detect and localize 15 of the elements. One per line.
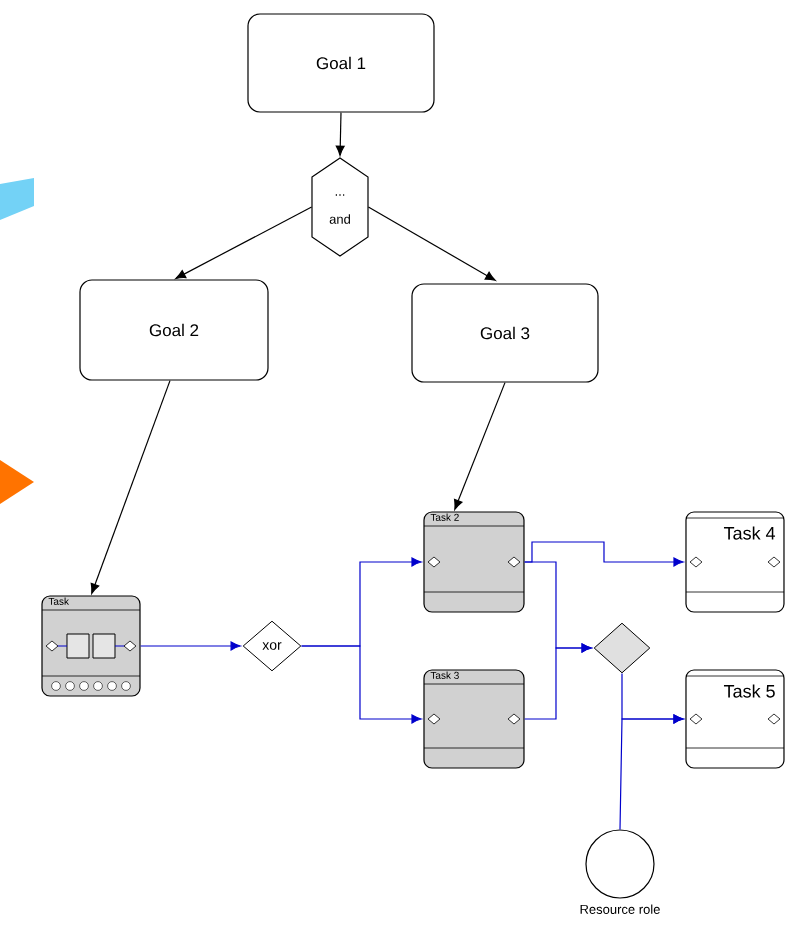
goal-box: Goal 1	[247, 13, 435, 113]
arrow	[300, 645, 422, 724]
arrow	[90, 380, 171, 594]
arrow	[619, 714, 684, 830]
gateway-diamond	[593, 622, 651, 674]
task-box: Task 5	[685, 669, 785, 769]
arrow	[140, 641, 241, 651]
arrow	[453, 382, 506, 510]
arrow	[524, 643, 592, 720]
goal-box: Goal 2	[79, 279, 269, 381]
arrow	[367, 206, 496, 281]
arrow	[175, 206, 313, 279]
goal-box: Goal 3	[411, 283, 599, 383]
task-box: Task 4	[685, 511, 785, 613]
arrow	[335, 112, 345, 156]
